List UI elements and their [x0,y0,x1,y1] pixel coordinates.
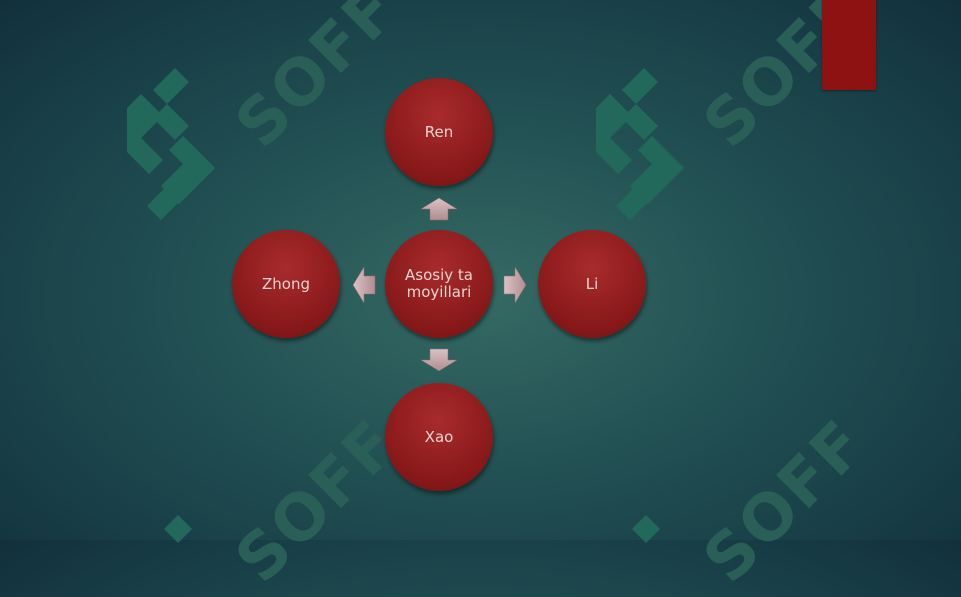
node-left: Zhong [232,230,340,338]
arrow-left-icon [352,266,376,304]
watermark-logo-icon [632,515,660,543]
accent-bar [822,0,876,90]
node-top: Ren [385,78,493,186]
node-right: Li [538,230,646,338]
arrow-down-icon [420,348,458,372]
node-left-label: Zhong [262,274,310,293]
watermark-logo-icon [596,68,684,220]
watermark-logo-icon [127,68,215,220]
node-right-label: Li [585,274,599,293]
watermark-text: SOFF [690,406,881,597]
arrow-up-icon [420,197,458,221]
node-center-label: Asosiy tamoyillari [405,266,473,301]
node-center: Asosiy tamoyillari [385,230,493,338]
node-bottom: Xao [385,383,493,491]
watermark-text: SOFF [222,0,413,163]
arrow-right-icon [503,266,527,304]
node-top-label: Ren [424,122,454,141]
node-bottom-label: Xao [424,427,454,446]
watermark-logo-icon [164,515,192,543]
